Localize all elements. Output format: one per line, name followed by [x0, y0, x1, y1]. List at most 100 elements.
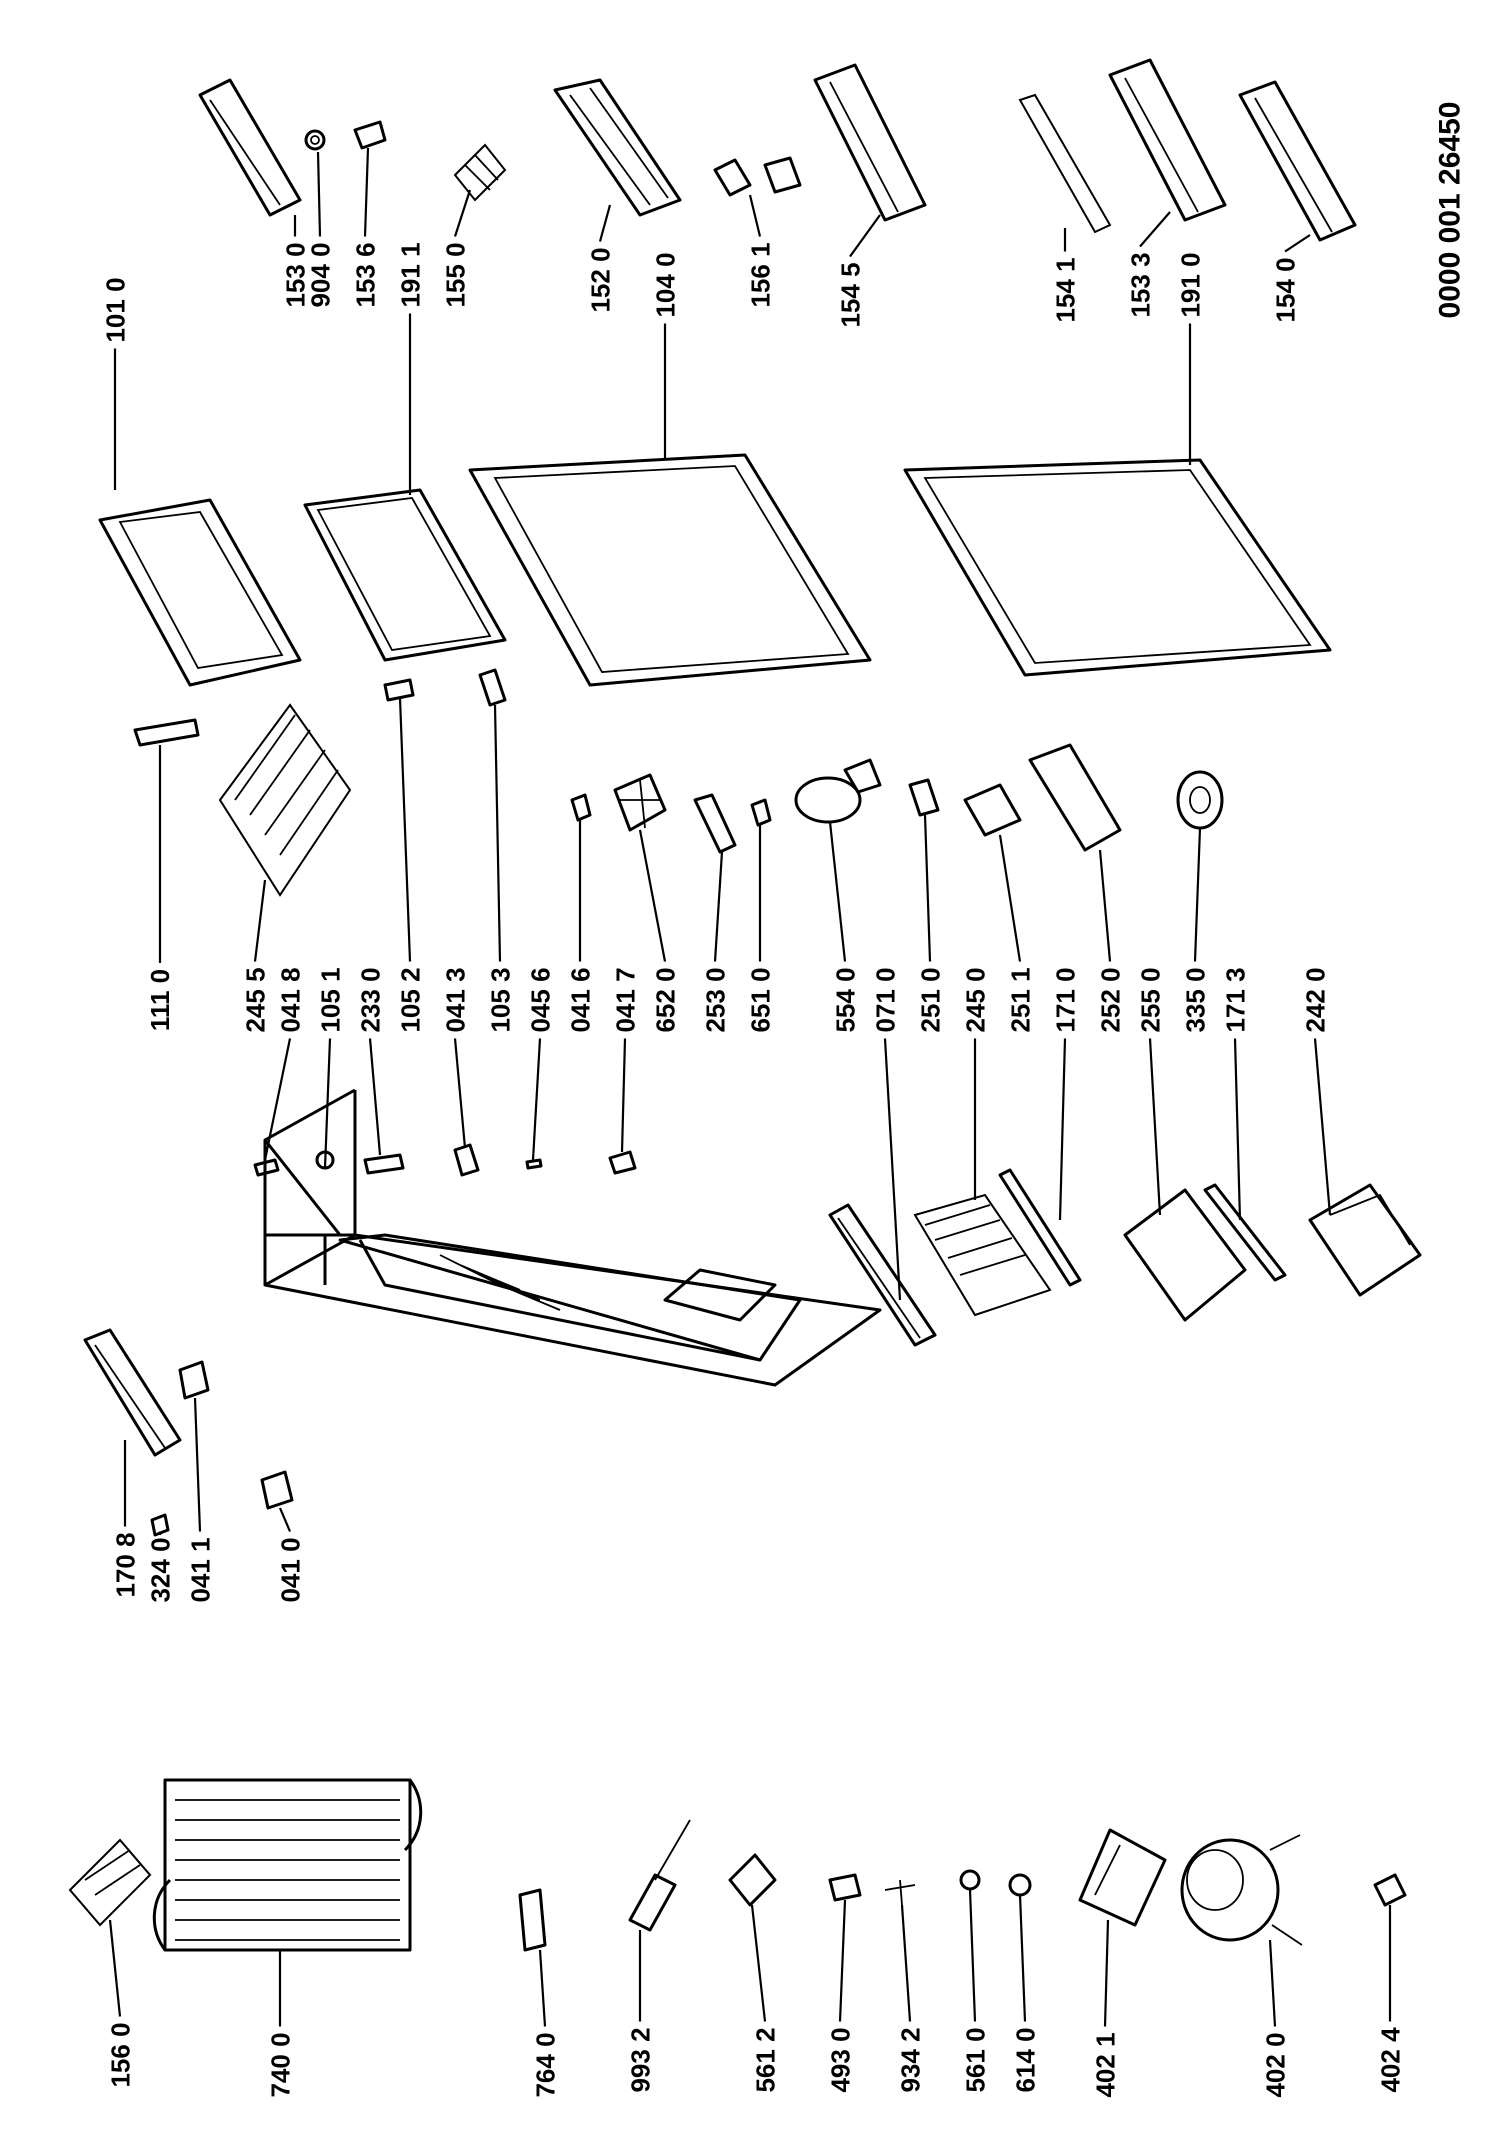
part-label-651-0: 651 0 — [745, 967, 776, 1033]
part-drawing-242-0 — [1308, 1183, 1422, 1297]
leader-line-561-0 — [968, 1889, 977, 2022]
part-drawing-934-2 — [884, 1879, 916, 1906]
part-label-740-0: 740 0 — [265, 2032, 296, 2098]
part-drawing-245-0 — [913, 1193, 1052, 1317]
part-drawing-153-0 — [198, 78, 302, 217]
part-label-554-0: 554 0 — [830, 967, 861, 1033]
part-label-104-0: 104 0 — [650, 252, 681, 318]
part-label-402-1: 402 1 — [1090, 2032, 1121, 2098]
part-label-041-0: 041 0 — [275, 1537, 306, 1603]
leader-line-554-0 — [828, 821, 847, 962]
part-label-191-1: 191 1 — [395, 242, 426, 308]
part-drawing-233-0 — [363, 1153, 405, 1175]
part-label-251-1: 251 1 — [1005, 967, 1036, 1033]
leader-line-045-6 — [531, 1038, 542, 1161]
leader-line-652-0 — [638, 829, 667, 962]
part-drawing-170-8 — [83, 1328, 182, 1457]
part-drawing-111-0 — [133, 718, 200, 747]
part-drawing-651-0 — [750, 798, 772, 827]
document-code: 0000 001 26450 — [1432, 101, 1466, 319]
part-label-764-0: 764 0 — [530, 2032, 561, 2098]
part-drawing-324-0 — [150, 1513, 170, 1537]
part-label-105-1: 105 1 — [315, 967, 346, 1033]
part-drawing-493-0 — [828, 1873, 862, 1902]
leader-line-251-1 — [998, 834, 1022, 962]
leader-line-153-6 — [363, 147, 370, 237]
leader-line-041-8 — [263, 1038, 292, 1161]
leader-line-764-0 — [538, 1949, 547, 2027]
leader-line-171-3 — [1233, 1038, 1242, 1221]
part-label-153-6: 153 6 — [350, 242, 381, 308]
part-label-152-0: 152 0 — [585, 247, 616, 313]
part-drawing-104-0 — [468, 453, 872, 687]
part-drawing-252-0 — [1028, 743, 1122, 852]
leader-line-614-0 — [1018, 1894, 1027, 2022]
leader-line-335-0 — [1193, 827, 1202, 962]
part-drawing-255-0 — [1123, 1188, 1247, 1322]
part-label-561-2: 561 2 — [750, 2027, 781, 2093]
part-label-153-0: 153 0 — [280, 242, 311, 308]
part-drawing-152-0 — [553, 78, 682, 217]
part-drawing-041-6 — [570, 793, 592, 822]
part-label-154-0: 154 0 — [1270, 257, 1301, 323]
part-label-493-0: 493 0 — [825, 2027, 856, 2093]
part-label-255-0: 255 0 — [1135, 967, 1166, 1033]
part-drawing-171-0 — [998, 1168, 1082, 1287]
part-drawing-156-1 — [713, 156, 802, 197]
part-drawing-245-5 — [218, 703, 352, 897]
part-drawing-251-0 — [908, 778, 940, 817]
part-drawing-154-1 — [1018, 93, 1112, 234]
part-drawing-561-2 — [728, 1853, 777, 1907]
part-label-245-0: 245 0 — [960, 967, 991, 1033]
leader-line-154-5 — [849, 214, 881, 258]
leader-line-904-0 — [316, 151, 322, 237]
leader-line-154-0 — [1284, 234, 1311, 253]
part-label-105-3: 105 3 — [485, 967, 516, 1033]
part-drawing-253-0 — [693, 793, 737, 854]
part-label-324-0: 324 0 — [145, 1537, 176, 1603]
part-label-105-2: 105 2 — [395, 967, 426, 1033]
leader-line-153-3 — [1139, 211, 1171, 248]
part-label-904-0: 904 0 — [305, 242, 336, 308]
part-drawing-171-3 — [1203, 1183, 1287, 1282]
part-label-171-3: 171 3 — [1220, 967, 1251, 1033]
part-label-242-0: 242 0 — [1300, 967, 1331, 1033]
part-drawing-191-1 — [303, 488, 507, 662]
part-drawing-402-4 — [1373, 1873, 1407, 1907]
part-label-156-1: 156 1 — [745, 242, 776, 308]
leader-line-071-0 — [883, 1038, 902, 1301]
part-drawing-101-0 — [98, 498, 302, 687]
part-drawing-041-1 — [178, 1360, 210, 1400]
part-drawing-554-0 — [794, 758, 882, 824]
part-label-934-2: 934 2 — [895, 2027, 926, 2093]
leader-line-252-0 — [1098, 849, 1112, 962]
part-label-253-0: 253 0 — [700, 967, 731, 1033]
part-label-041-8: 041 8 — [275, 967, 306, 1033]
part-label-993-2: 993 2 — [625, 2027, 656, 2093]
part-label-045-6: 045 6 — [525, 967, 556, 1033]
part-drawing-740-0 — [152, 1778, 423, 1952]
part-drawing-041-8 — [253, 1158, 280, 1177]
part-drawing-156-0 — [68, 1838, 152, 1927]
leader-line-041-3 — [453, 1038, 467, 1149]
part-drawing-402-0 — [1180, 1834, 1303, 1946]
leader-line-105-3 — [493, 704, 502, 962]
part-label-071-0: 071 0 — [870, 967, 901, 1033]
leader-line-171-0 — [1058, 1038, 1067, 1221]
part-drawing-561-0 — [959, 1869, 981, 1891]
part-drawing-041-0 — [260, 1470, 294, 1510]
leader-line-152-0 — [598, 204, 612, 242]
part-label-402-0: 402 0 — [1260, 2032, 1291, 2098]
part-drawing-154-5 — [813, 63, 927, 222]
part-drawing-071-0 — [828, 1203, 937, 1347]
part-label-245-5: 245 5 — [240, 967, 271, 1033]
part-label-156-0: 156 0 — [105, 2022, 136, 2088]
part-label-154-5: 154 5 — [835, 262, 866, 328]
part-label-614-0: 614 0 — [1010, 2027, 1041, 2093]
part-label-233-0: 233 0 — [355, 967, 386, 1033]
part-label-101-0: 101 0 — [100, 277, 131, 343]
part-drawing-191-0 — [903, 458, 1332, 677]
leader-line-561-2 — [750, 1904, 767, 2022]
part-drawing-153-6 — [353, 120, 387, 150]
